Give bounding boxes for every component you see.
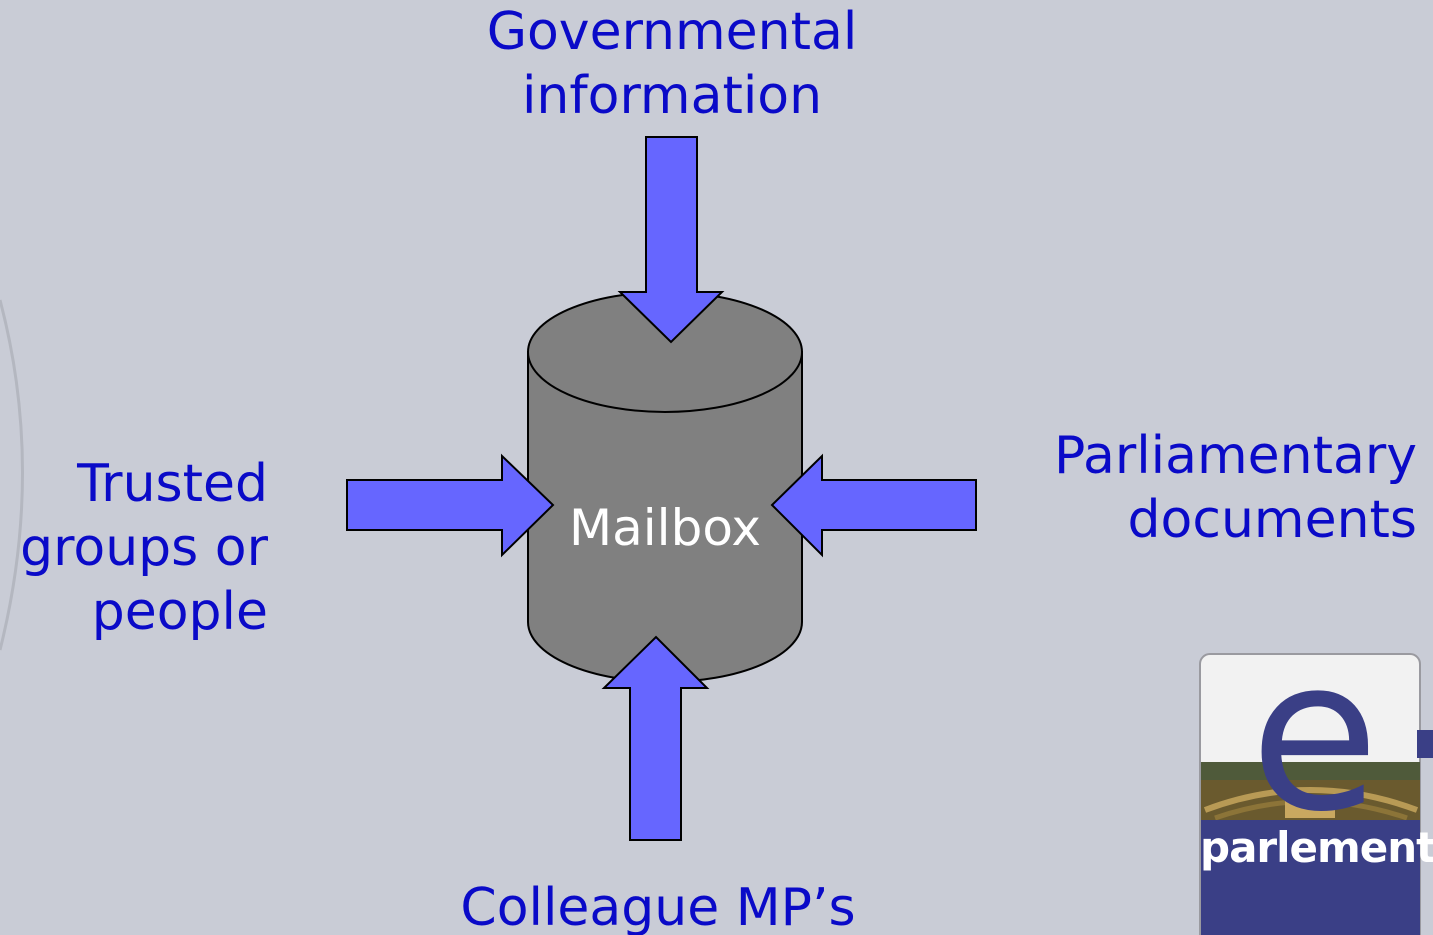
source-label-governmental: Governmental information bbox=[422, 0, 922, 128]
arrow-from-left bbox=[346, 453, 555, 558]
arrow-from-bottom bbox=[601, 635, 710, 841]
source-label-line: information bbox=[521, 66, 823, 126]
source-label-line: Colleague MP’s bbox=[460, 878, 856, 935]
source-label-line: documents bbox=[1127, 490, 1417, 550]
mailbox-cylinder bbox=[527, 291, 803, 683]
logo-word: parlement bbox=[1200, 823, 1433, 872]
arrow-from-right bbox=[770, 453, 977, 558]
mailbox-label: Mailbox bbox=[569, 499, 761, 557]
source-label-parliamentary: Parliamentary documents bbox=[980, 424, 1417, 552]
source-label-line: Parliamentary bbox=[1053, 426, 1417, 486]
arrow-from-top bbox=[617, 136, 725, 344]
source-label-line: Trusted bbox=[77, 454, 268, 514]
source-label-colleagues: Colleague MP’s bbox=[408, 876, 908, 935]
watermark-arc bbox=[0, 299, 24, 651]
source-label-trusted-groups: Trusted groups or people bbox=[0, 452, 268, 644]
source-label-line: Governmental bbox=[486, 2, 858, 62]
e-parlement-logo: e bbox=[1199, 650, 1433, 935]
source-label-line: people bbox=[91, 582, 268, 642]
source-label-line: groups or bbox=[20, 518, 268, 578]
